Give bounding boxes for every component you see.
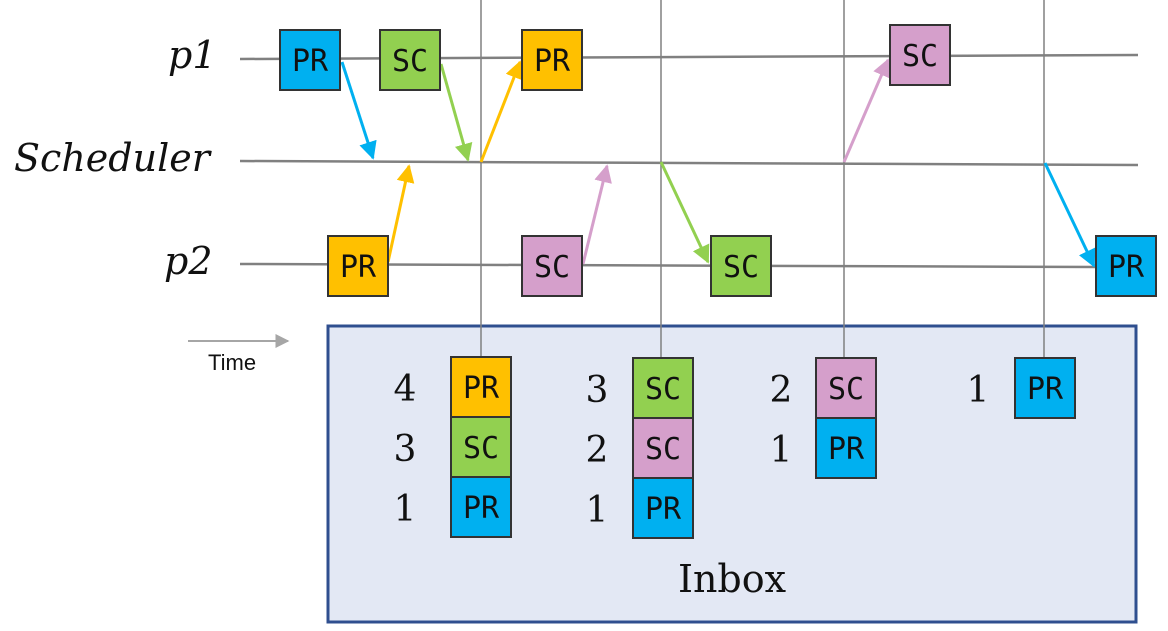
inbox-stack-2-count-3: 1 (586, 490, 609, 531)
lane-label-p1: p1 (168, 33, 217, 77)
inbox-stack-1-box-3: PR (450, 476, 512, 538)
inbox-stack-2-box-1-rect (632, 357, 694, 419)
message-box-p1-pr-orange: PR (521, 29, 583, 91)
inbox-stack-1-count-2: 3 (394, 429, 417, 470)
inbox-stack-1-count-3: 1 (394, 489, 417, 530)
inbox-stack-2-box-1: SC (632, 357, 694, 419)
inbox-stack-2-box-2-rect (632, 417, 694, 479)
inbox-stack-1-box-1-rect (450, 356, 512, 418)
message-box-p1-sc-green-rect (379, 29, 441, 91)
message-box-p2-sc-green: SC (710, 235, 772, 297)
message-box-p2-sc-pink: SC (521, 235, 583, 297)
p1-timeline (239, 53, 1139, 61)
message-box-p2-sc-green-rect (710, 235, 772, 297)
message-box-p2-pr-blue: PR (1095, 235, 1157, 297)
lane-label-p2: p2 (164, 239, 213, 283)
message-box-p1-sc-pink: SC (889, 24, 951, 86)
arrow-scheduler-to-p1-sc (842, 58, 890, 163)
inbox-stack-2-box-2: SC (632, 417, 694, 479)
inbox-stack-3-box-1-label: SC (828, 372, 864, 407)
lane-label-scheduler: Scheduler (14, 136, 213, 180)
message-box-p1-sc-pink-rect (889, 24, 951, 86)
inbox-stack-3-box-2-rect (815, 417, 877, 479)
message-box-p2-pr-orange: PR (327, 235, 389, 297)
inbox-stack-3-count-1: 2 (770, 370, 793, 411)
inbox-label: Inbox (678, 557, 786, 601)
inbox-stack-4-box-1-rect (1014, 357, 1076, 419)
message-box-p1-pr-blue-label: PR (292, 44, 329, 79)
inbox-stack-3-count-2: 1 (770, 430, 793, 471)
arrow-p1-sc-to-scheduler (439, 63, 473, 162)
message-box-p2-sc-pink-rect (521, 235, 583, 297)
message-box-p2-sc-green-label: SC (723, 250, 759, 285)
inbox-stack-2-box-3-label: PR (645, 492, 682, 527)
inbox-stack-2-box-3-rect (632, 477, 694, 539)
inbox-stack-3-box-1: SC (815, 357, 877, 419)
message-box-p2-pr-orange-label: PR (340, 250, 377, 285)
message-box-p2-sc-pink-label: SC (534, 250, 570, 285)
inbox-stack-3-box-2: PR (815, 417, 877, 479)
arrow-p1-pr-to-scheduler (340, 61, 377, 160)
scheduler-timeline (239, 159, 1139, 167)
inbox-stack-4-box-1: PR (1014, 357, 1076, 419)
inbox-stack-2-box-1-label: SC (645, 372, 681, 407)
message-box-p2-pr-orange-rect (327, 235, 389, 297)
arrow-scheduler-to-p2-sc (659, 161, 710, 264)
inbox-stack-1-box-3-label: PR (463, 491, 500, 526)
message-box-p1-sc-green: SC (379, 29, 441, 91)
arrow-scheduler-to-p1-pr (479, 60, 523, 163)
arrow-p2-pr-to-scheduler (386, 164, 415, 263)
inbox-stack-1-box-2-label: SC (463, 431, 499, 466)
message-box-p1-sc-green-label: SC (392, 44, 428, 79)
inbox-stack-1-count-1: 4 (394, 369, 417, 410)
inbox-stack-2-box-3: PR (632, 477, 694, 539)
time-label: Time (208, 350, 256, 375)
message-box-p1-pr-blue: PR (279, 29, 341, 91)
inbox-stack-4-box-1-label: PR (1027, 372, 1064, 407)
message-box-p1-sc-pink-label: SC (902, 39, 938, 74)
timeline-boxes: PR SC PR SC PR SC SC PR (279, 24, 1157, 297)
inbox-stack-2-count-2: 2 (586, 430, 609, 471)
inbox-stack-4-count-1: 1 (967, 370, 990, 411)
message-box-p1-pr-orange-label: PR (534, 44, 571, 79)
inbox-stack-3-box-2-label: PR (828, 432, 865, 467)
message-box-p1-pr-blue-rect (279, 29, 341, 91)
arrow-p2-sc-to-scheduler (581, 164, 612, 265)
inbox-stack-1-box-2: SC (450, 416, 512, 478)
message-box-p2-pr-blue-rect (1095, 235, 1157, 297)
inbox-stack-1-box-1: PR (450, 356, 512, 418)
arrow-scheduler-to-p2-pr (1043, 162, 1096, 268)
inbox-stack-1-box-3-rect (450, 476, 512, 538)
inbox-stack-2-count-1: 3 (586, 370, 609, 411)
message-box-p2-pr-blue-label: PR (1108, 250, 1145, 285)
inbox-stack-2-box-2-label: SC (645, 432, 681, 467)
message-box-p1-pr-orange-rect (521, 29, 583, 91)
inbox-stack-1-box-1-label: PR (463, 371, 500, 406)
